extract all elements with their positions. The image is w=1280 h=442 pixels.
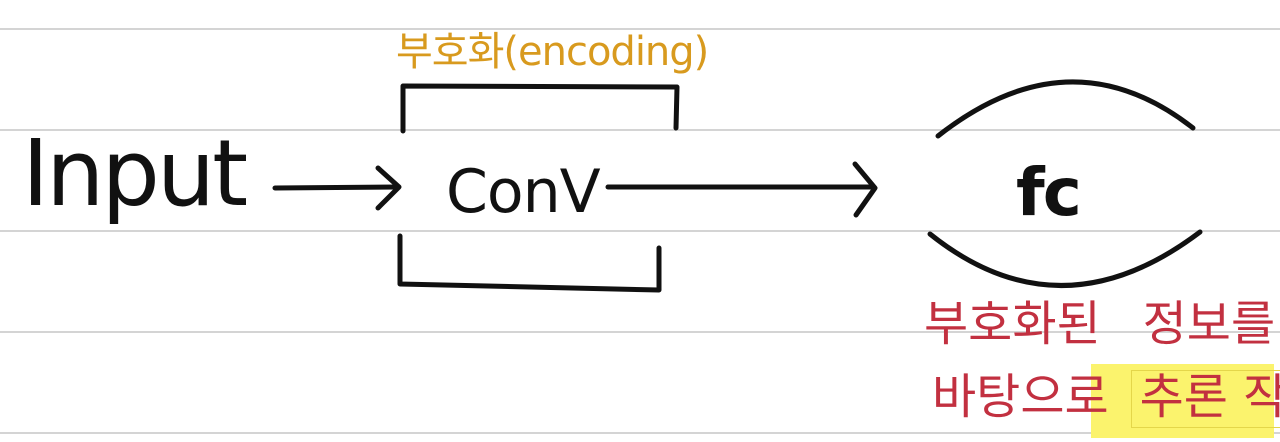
fc-top-arc xyxy=(935,79,1196,139)
note-line-1-part-1: 부호화된 xyxy=(924,296,1101,352)
note-highlighted-text: 추론 작업! xyxy=(1130,370,1280,428)
note-line-2-part-1: 바탕으로 xyxy=(932,369,1109,425)
conv-label: ConV xyxy=(446,157,601,227)
conv-bottom-bracket xyxy=(397,233,662,293)
note-line-2: 바탕으로 추론 작업! xyxy=(932,370,1280,428)
arrow-input-to-conv xyxy=(272,165,402,211)
highlight-box xyxy=(1091,364,1274,438)
encoding-label: 부호화(encoding) xyxy=(396,29,709,75)
note-line-1-part-2: 정보를 xyxy=(1142,296,1276,352)
arrow-conv-to-fc xyxy=(605,161,878,218)
input-label: Input xyxy=(22,120,248,227)
conv-top-bracket xyxy=(400,83,680,134)
fc-bottom-arc xyxy=(927,229,1203,288)
fc-label: fc xyxy=(1016,154,1082,231)
